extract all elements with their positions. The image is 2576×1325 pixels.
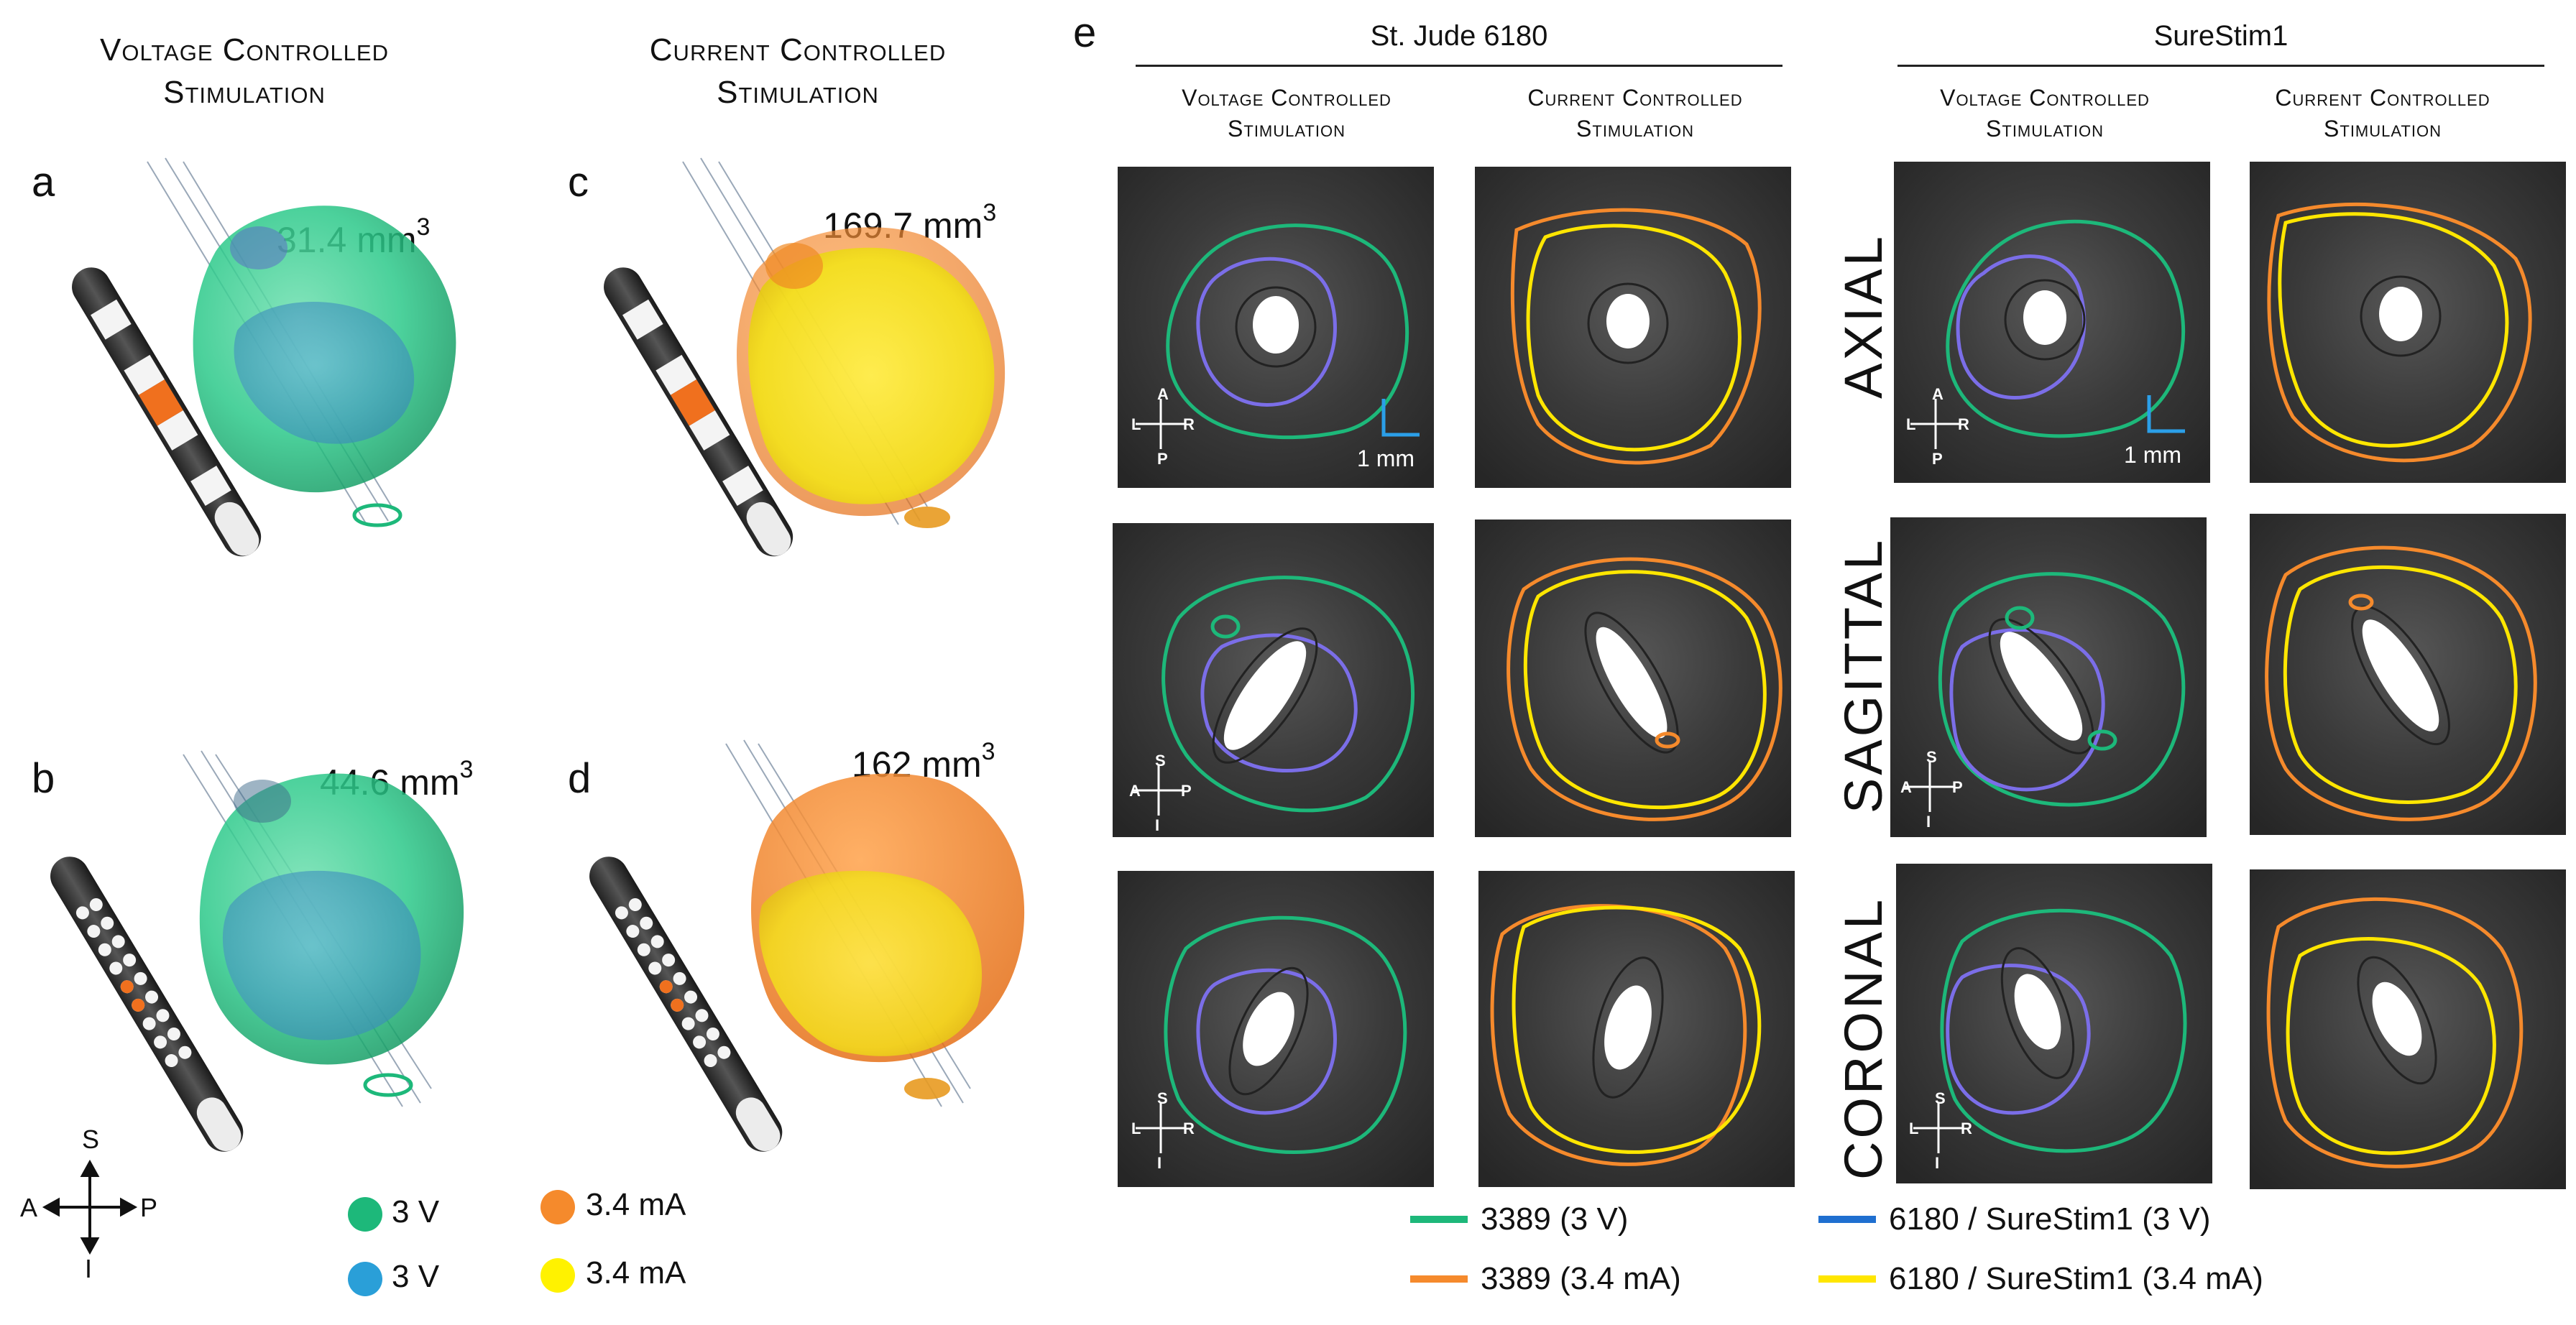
sagittal-stjude-voltage-contours xyxy=(1162,576,1414,813)
device-title-surestim: SureStim1 xyxy=(2153,20,2288,52)
voltage-header-line2: Stimulation xyxy=(163,75,326,111)
coronal-surestim-current-contours xyxy=(2266,897,2524,1168)
legend-dot-orange xyxy=(540,1190,575,1224)
coronal-stjude-current-contours xyxy=(1490,904,1762,1166)
axis-cross-left xyxy=(42,1159,138,1255)
coronal-stjude-voltage-contours xyxy=(1164,915,1407,1154)
mini-axis-axial-1: A P L R xyxy=(1131,385,1195,468)
panel-label-d: d xyxy=(568,755,592,802)
device-title-stjude: St. Jude 6180 xyxy=(1370,20,1548,52)
device-rule-stjude xyxy=(1136,65,1782,67)
panel-label-e: e xyxy=(1073,9,1097,56)
current-header-line2: Stimulation xyxy=(717,75,879,111)
panel-a-render xyxy=(72,157,456,557)
current-header-left: Current Controlled Stimulation xyxy=(597,29,999,114)
mini-axis-sagittal-2: S I A P xyxy=(1900,748,1963,831)
axial-surestim-current-contours xyxy=(2267,202,2532,463)
voltage-header-left: Voltage Controlled Stimulation xyxy=(43,29,446,114)
legend-dot-green xyxy=(348,1197,382,1232)
axis-label-s: S xyxy=(82,1125,100,1154)
scale-bar-label-2: 1 mm xyxy=(2124,442,2181,468)
coronal-surestim-voltage-contours xyxy=(1940,908,2187,1153)
stimulation-volume-renderings xyxy=(42,157,1025,1296)
panel-label-c: c xyxy=(568,159,589,206)
legend-label-6180-3v: 6180 / SureStim1 (3 V) xyxy=(1889,1201,2211,1237)
mini-axis-coronal-2: S I L R xyxy=(1909,1089,1972,1172)
axis-label-p: P xyxy=(140,1193,158,1222)
legend-label-6180-34ma: 6180 / SureStim1 (3.4 mA) xyxy=(1889,1261,2263,1296)
sagittal-surestim-current-contours xyxy=(2265,545,2537,821)
legend-label-34ma-orange: 3.4 mA xyxy=(586,1187,686,1222)
legend-dot-yellow xyxy=(540,1258,575,1293)
legend-label-3389-3v: 3389 (3 V) xyxy=(1481,1201,1629,1237)
axial-stjude-current-contours xyxy=(1510,208,1762,465)
mini-axis-coronal-1: S I L R xyxy=(1131,1089,1195,1172)
panel-label-b: b xyxy=(32,755,55,802)
legend-label-3v-green: 3 V xyxy=(392,1194,440,1229)
panel-label-a: a xyxy=(32,159,55,206)
scale-bars xyxy=(1381,395,2185,437)
scale-bar-label-1: 1 mm xyxy=(1357,445,1414,471)
volume-c: 169.7 mm3 xyxy=(823,199,997,246)
panel-d-render xyxy=(589,739,1025,1152)
sagittal-surestim-voltage-contours xyxy=(1938,572,2186,807)
mini-axis-crosses xyxy=(1133,399,1964,1153)
sagittal-stjude-current-contours xyxy=(1506,557,1782,821)
axis-label-i: I xyxy=(85,1254,93,1283)
device-rule-surestim xyxy=(1898,65,2544,67)
panel-c-render xyxy=(604,157,1006,557)
axis-label-a: A xyxy=(20,1193,38,1222)
current-header-line1: Current Controlled xyxy=(649,32,947,68)
legend-label-3389-34ma: 3389 (3.4 mA) xyxy=(1481,1261,1681,1296)
axial-stjude-voltage-contours xyxy=(1166,223,1409,440)
mini-axis-sagittal-1: S I A P xyxy=(1129,752,1192,834)
legend-label-3v-blue: 3 V xyxy=(392,1259,440,1294)
legend-dot-blue xyxy=(348,1262,382,1296)
panel-b-render xyxy=(50,750,464,1152)
voltage-header-line1: Voltage Controlled xyxy=(100,32,389,68)
mini-axis-axial-2: A P L R xyxy=(1906,385,1969,468)
legend-label-34ma-yellow: 3.4 mA xyxy=(586,1255,686,1291)
axial-surestim-voltage-contours xyxy=(1946,219,2186,438)
